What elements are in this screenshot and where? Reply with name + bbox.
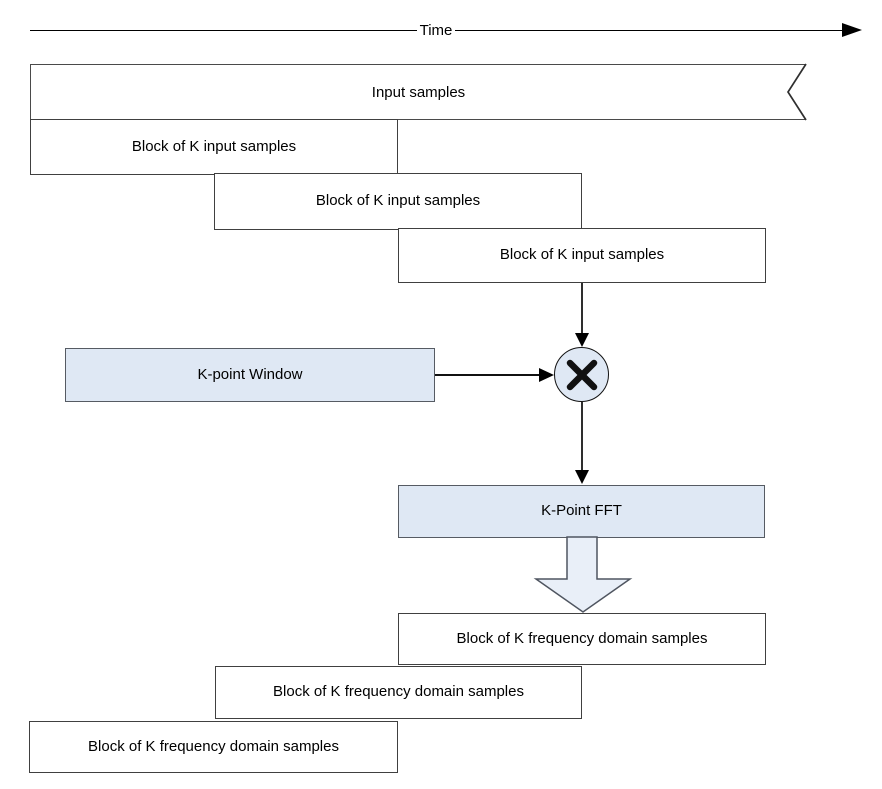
multiply-node (554, 347, 609, 402)
freq-block-2: Block of K frequency domain samples (215, 666, 582, 719)
input-block-1-label: Block of K input samples (131, 137, 297, 155)
down-arrowhead-icon (575, 333, 589, 347)
freq-block-3-label: Block of K frequency domain samples (88, 737, 339, 755)
k-point-window-box: K-point Window (65, 348, 435, 402)
input-block-3: Block of K input samples (398, 228, 766, 283)
right-arrowhead-icon (539, 368, 554, 382)
connector-multiply-to-fft (581, 402, 583, 471)
k-point-fft-box: K-Point FFT (398, 485, 765, 538)
input-block-2: Block of K input samples (214, 173, 582, 230)
input-block-3-label: Block of K input samples (499, 246, 665, 264)
input-samples-label: Input samples (371, 83, 466, 101)
continuation-torn-edge-icon (786, 63, 807, 121)
multiply-icon (566, 359, 597, 390)
time-axis-line-left (30, 29, 417, 31)
input-block-1: Block of K input samples (30, 119, 398, 175)
time-axis-line-right (455, 29, 842, 31)
input-block-2-label: Block of K input samples (315, 192, 481, 210)
down-arrowhead-icon (575, 470, 589, 484)
k-point-fft-label: K-Point FFT (541, 502, 622, 520)
time-axis: Time (30, 17, 862, 43)
connector-block3-to-multiply (581, 283, 583, 334)
connector-window-to-multiply (435, 374, 540, 376)
freq-block-1: Block of K frequency domain samples (398, 613, 766, 665)
input-samples-box: Input samples (30, 64, 806, 120)
time-label: Time (419, 21, 453, 39)
k-point-window-label: K-point Window (197, 365, 303, 383)
freq-block-2-label: Block of K frequency domain samples (273, 683, 524, 701)
block-down-arrow-icon (533, 536, 633, 613)
time-right-arrowhead-icon (842, 23, 862, 37)
freq-block-3: Block of K frequency domain samples (29, 721, 398, 773)
freq-block-1-label: Block of K frequency domain samples (456, 629, 708, 647)
